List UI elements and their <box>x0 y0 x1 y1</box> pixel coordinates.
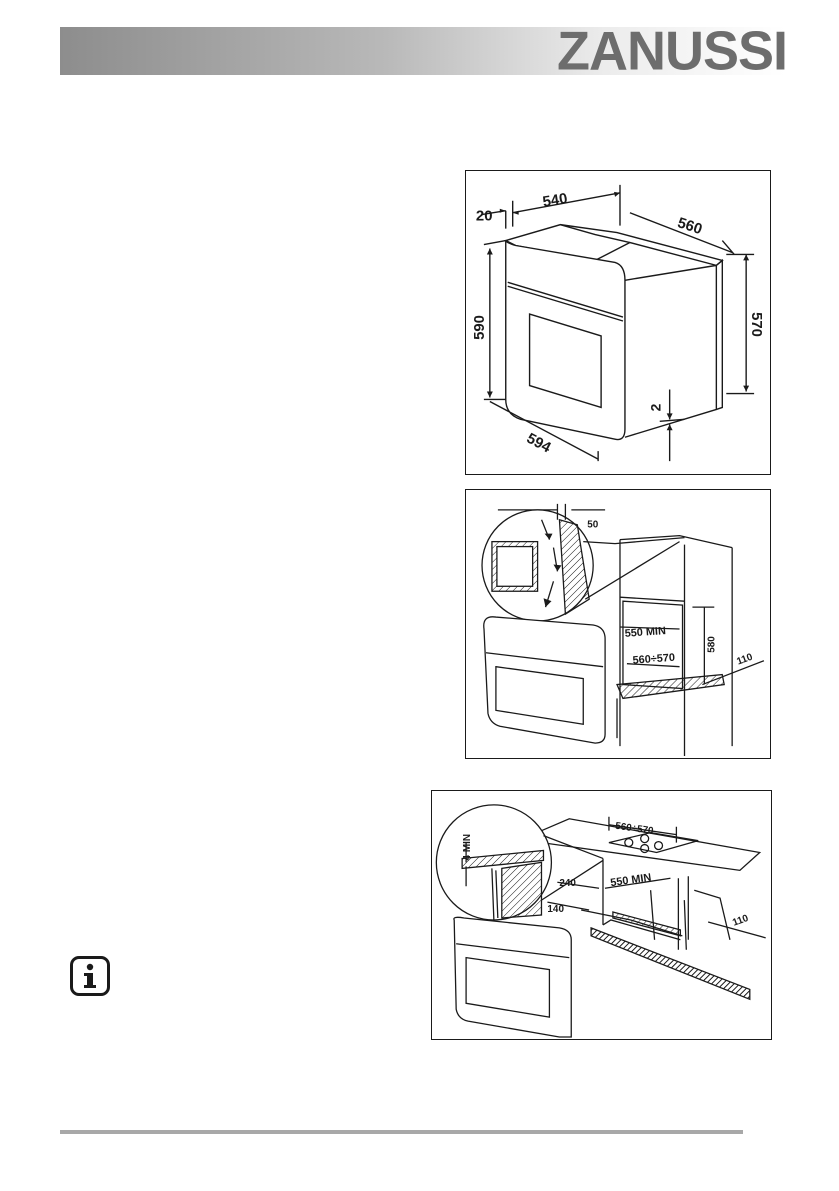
brand-logo: ZANUSSI <box>556 20 788 82</box>
dim-2: 2 <box>648 403 664 411</box>
dim-50: 50 <box>587 520 599 531</box>
dim-540: 540 <box>542 191 569 211</box>
dim-560-570: 560÷570 <box>632 652 675 667</box>
header-bar <box>60 27 786 75</box>
undercounter-installation-drawing: 560÷570 4 MIN 240 550 MIN 140 110 <box>435 804 766 1038</box>
column-installation-drawing: 50 550 MIN 580 560÷570 110 <box>481 503 765 757</box>
dim-4-min: 4 MIN <box>462 834 473 860</box>
column-installation-figure: 50 550 MIN 580 560÷570 110 <box>465 489 771 759</box>
dim-590: 590 <box>472 315 488 340</box>
dim-580: 580 <box>706 636 717 653</box>
dim-110: 110 <box>735 652 754 668</box>
dim-110: 110 <box>731 913 750 929</box>
dim-140: 140 <box>547 904 564 915</box>
dim-560-570: 560÷570 <box>614 821 654 837</box>
dim-594: 594 <box>524 431 554 457</box>
dim-20: 20 <box>476 209 493 225</box>
footer-rule <box>60 1130 743 1134</box>
info-icon <box>70 956 110 996</box>
undercounter-installation-figure: 560÷570 4 MIN 240 550 MIN 140 110 <box>431 790 772 1040</box>
dim-550-min: 550 MIN <box>610 872 653 890</box>
oven-dimensions-figure: 20 540 560 590 570 2 594 <box>465 170 771 475</box>
dim-240: 240 <box>559 878 576 889</box>
dim-570: 570 <box>748 312 764 337</box>
dim-550-min: 550 MIN <box>624 625 666 640</box>
dim-560: 560 <box>675 215 704 238</box>
oven-dimensions-drawing: 20 540 560 590 570 2 594 <box>472 184 764 462</box>
